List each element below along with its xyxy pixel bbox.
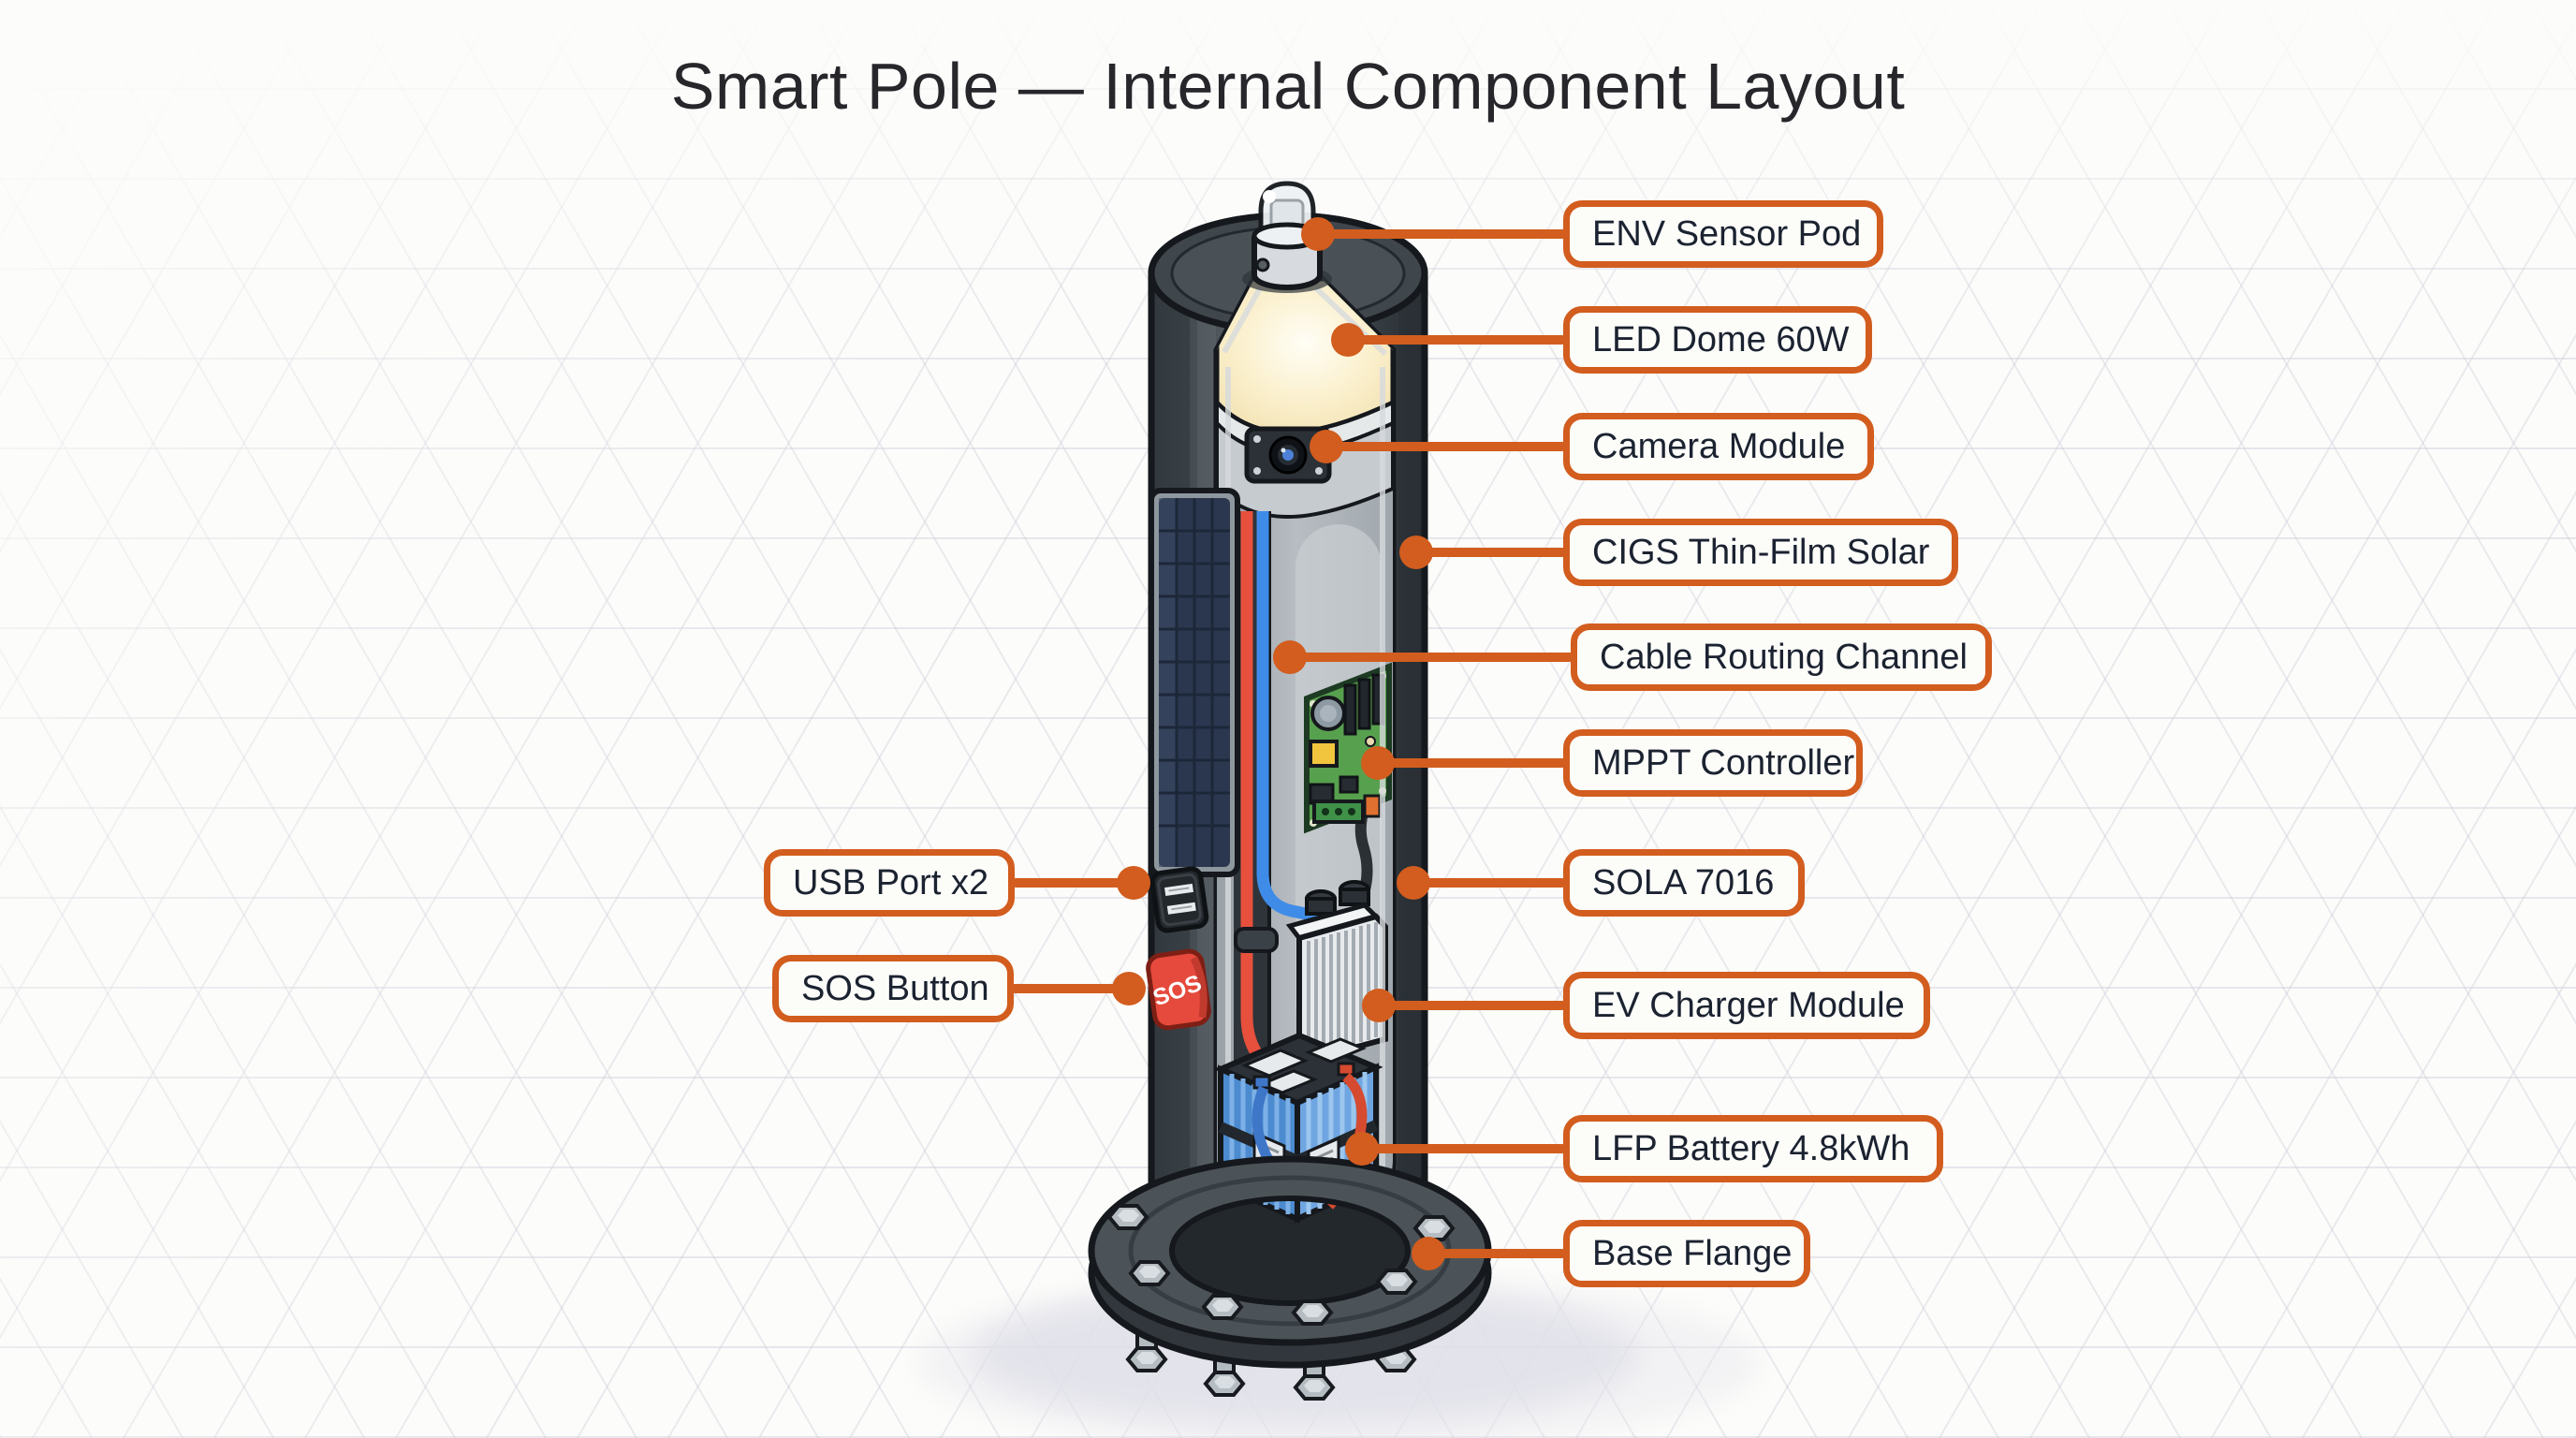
callout-label: ENV Sensor Pod xyxy=(1592,213,1862,254)
callout-dot xyxy=(1112,972,1146,1005)
callout-env-sensor-pod: ENV Sensor Pod xyxy=(1563,200,1883,268)
solar-grid xyxy=(1159,498,1230,867)
callout-line xyxy=(1362,1144,1567,1153)
callout-label: LED Dome 60W xyxy=(1592,319,1850,360)
callout-line xyxy=(1011,878,1134,888)
env-sensor-pod xyxy=(1242,181,1332,293)
callout-mppt-controller: MPPT Controller xyxy=(1563,729,1863,797)
callout-label: CIGS Thin-Film Solar xyxy=(1592,532,1930,572)
cigs-solar-panel xyxy=(1149,488,1240,877)
callout-lfp-battery: LFP Battery 4.8kWh xyxy=(1563,1115,1943,1182)
callout-dot xyxy=(1301,217,1335,251)
callout-dot xyxy=(1412,1237,1445,1270)
callout-line xyxy=(1379,1001,1567,1010)
callout-dot xyxy=(1361,746,1395,780)
callout-dot xyxy=(1362,989,1396,1022)
callout-label: SOLA 7016 xyxy=(1592,862,1775,902)
callout-line xyxy=(1318,229,1567,239)
callout-led-dome: LED Dome 60W xyxy=(1563,306,1872,374)
callout-cable-channel: Cable Routing Channel xyxy=(1571,624,1992,691)
callout-dot xyxy=(1331,323,1365,357)
callout-dot xyxy=(1117,866,1150,900)
callout-camera-module: Camera Module xyxy=(1563,413,1874,480)
callout-sos-button: SOS Button xyxy=(772,955,1014,1022)
callout-label: Camera Module xyxy=(1592,426,1846,466)
sos-button: SOS xyxy=(1146,948,1211,1031)
cable-blue xyxy=(1256,511,1322,923)
callout-ev-charger: EV Charger Module xyxy=(1563,972,1930,1039)
callout-dot xyxy=(1399,536,1433,569)
callout-label: USB Port x2 xyxy=(793,862,989,902)
callout-cigs-solar: CIGS Thin-Film Solar xyxy=(1563,519,1958,586)
callout-dot xyxy=(1310,430,1343,463)
flange-opening xyxy=(1172,1198,1408,1303)
callout-line xyxy=(1413,878,1567,888)
cable-clamp xyxy=(1234,927,1279,953)
page-title: Smart Pole — Internal Component Layout xyxy=(670,50,1906,123)
callout-base-flange: Base Flange xyxy=(1563,1220,1810,1287)
callout-label: EV Charger Module xyxy=(1592,985,1905,1025)
callout-label: LFP Battery 4.8kWh xyxy=(1592,1128,1910,1168)
callout-sola-7016: SOLA 7016 xyxy=(1563,849,1805,917)
callout-dot xyxy=(1397,866,1430,900)
callout-line xyxy=(1290,653,1574,662)
mppt-controller xyxy=(1304,662,1392,834)
callout-usb-port: USB Port x2 xyxy=(764,849,1015,917)
callout-line xyxy=(1326,442,1567,451)
callout-label: Base Flange xyxy=(1592,1233,1793,1273)
callout-label: MPPT Controller xyxy=(1592,742,1855,783)
callout-line xyxy=(1416,548,1567,557)
callout-dot xyxy=(1345,1132,1379,1166)
callout-line xyxy=(1378,758,1567,768)
callout-label: Cable Routing Channel xyxy=(1600,637,1968,677)
callout-label: SOS Button xyxy=(801,968,989,1008)
ev-charger-module xyxy=(1285,880,1388,1064)
usb-port xyxy=(1149,866,1209,933)
callout-dot xyxy=(1273,640,1307,674)
ev-charger-fins xyxy=(1307,922,1378,1056)
callout-line xyxy=(1348,335,1567,345)
callout-line xyxy=(1010,984,1129,993)
callout-line xyxy=(1428,1249,1567,1258)
